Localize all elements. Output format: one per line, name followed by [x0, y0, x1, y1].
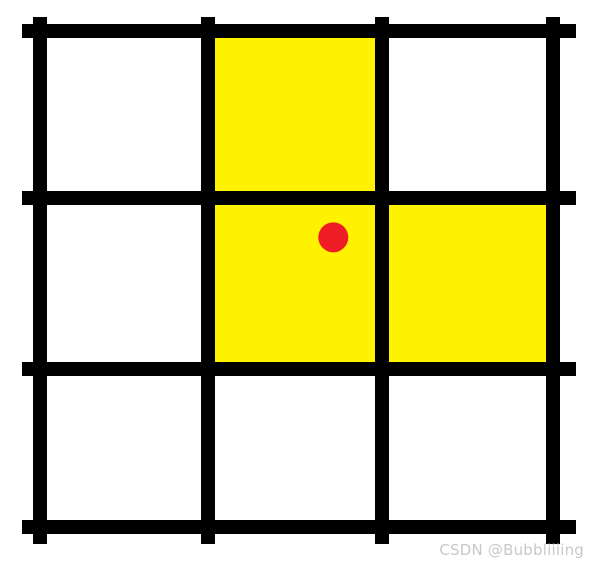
- vertical-grid-line-1: [201, 17, 215, 544]
- horizontal-grid-line-3: [22, 520, 576, 534]
- highlighted-cell-r1-c2: [382, 198, 553, 369]
- vertical-grid-line-0: [33, 17, 47, 544]
- grid-markers: [318, 222, 349, 253]
- grid-cells: [40, 31, 553, 527]
- highlighted-cell-r0-c1: [208, 31, 382, 198]
- grid-cell-r0-c2: [382, 31, 553, 198]
- horizontal-grid-line-2: [22, 362, 576, 376]
- grid-cell-r2-c0: [40, 369, 208, 527]
- grid-cell-r0-c0: [40, 31, 208, 198]
- red-dot-marker: [318, 222, 349, 253]
- horizontal-grid-line-0: [22, 24, 576, 38]
- grid-cell-r2-c1: [208, 369, 382, 527]
- horizontal-grid-line-1: [22, 191, 576, 205]
- grid-cell-r1-c0: [40, 198, 208, 369]
- grid-lines: [22, 17, 576, 544]
- highlighted-cell-r1-c1: [208, 198, 382, 369]
- grid-cell-r2-c2: [382, 369, 553, 527]
- vertical-grid-line-3: [546, 17, 560, 544]
- vertical-grid-line-2: [375, 17, 389, 544]
- watermark-text: CSDN @Bubbliiiing: [439, 541, 584, 559]
